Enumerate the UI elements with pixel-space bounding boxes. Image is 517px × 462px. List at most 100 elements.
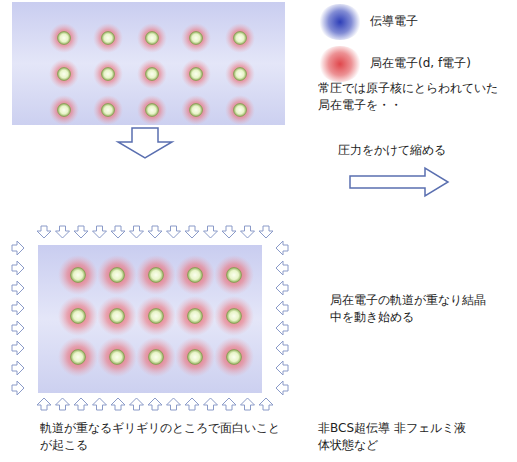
nucleus: [149, 309, 164, 324]
pressure-arrow: [74, 398, 88, 410]
nucleus: [71, 268, 86, 283]
nucleus: [71, 309, 86, 324]
pressure-arrow: [12, 281, 24, 295]
pressure-arrow: [204, 226, 218, 238]
orbital-halo: [136, 337, 176, 377]
orbital-halo: [214, 296, 254, 336]
orbital-halo: [137, 23, 167, 53]
legend-text: 局在電子(d, f電子): [370, 55, 471, 72]
nucleus: [234, 68, 247, 81]
result-text: 非BCS超伝導 非フェルミ液体状態など: [318, 420, 468, 455]
nucleus: [58, 68, 71, 81]
nucleus: [190, 32, 203, 45]
orbital-halo: [93, 23, 123, 53]
orbital-halo: [181, 95, 211, 125]
note-text: 常圧では原子核にとらわれていた局在電子を・・: [318, 80, 498, 115]
pressure-arrow: [74, 226, 88, 238]
orbital-halo: [225, 23, 255, 53]
crystal-panel: [38, 245, 262, 393]
nucleus: [71, 350, 86, 365]
pressure-arrow: [222, 226, 236, 238]
pressure-arrow: [93, 398, 107, 410]
pressure-arrow: [222, 398, 236, 410]
nucleus: [110, 268, 125, 283]
pressure-arrow: [204, 398, 218, 410]
nucleus: [190, 104, 203, 117]
legend-swatch: [318, 4, 362, 40]
orbital-halo: [58, 296, 98, 336]
pressure-arrow: [56, 398, 70, 410]
orbital-halo: [58, 337, 98, 377]
pressure-arrow: [12, 321, 24, 335]
pressure-arrow: [148, 398, 162, 410]
pressure-arrow: [276, 301, 288, 315]
pressure-arrow: [185, 398, 199, 410]
pressure-arrow: [37, 398, 51, 410]
nucleus: [227, 350, 242, 365]
pressure-arrow: [12, 381, 24, 395]
nucleus: [110, 309, 125, 324]
nucleus: [102, 32, 115, 45]
orbital-halo: [181, 59, 211, 89]
pressure-arrow: [37, 226, 51, 238]
right-arrow: [350, 168, 448, 196]
orbital-halo: [214, 255, 254, 295]
nucleus: [58, 104, 71, 117]
nucleus: [188, 350, 203, 365]
nucleus: [188, 309, 203, 324]
pressure-arrow: [130, 398, 144, 410]
pressure-arrow: [185, 226, 199, 238]
orbital-halo: [175, 255, 215, 295]
pressure-arrow: [276, 361, 288, 375]
nucleus: [190, 68, 203, 81]
pressure-arrow: [111, 226, 125, 238]
pressure-arrow: [276, 281, 288, 295]
pressure-arrow: [259, 398, 273, 410]
crystal-panel: [12, 2, 285, 125]
orbital-halo: [136, 296, 176, 336]
nucleus: [110, 350, 125, 365]
nucleus: [146, 32, 159, 45]
pressure-arrow: [130, 226, 144, 238]
nucleus: [102, 104, 115, 117]
nucleus: [234, 32, 247, 45]
orbital-halo: [93, 59, 123, 89]
pressure-arrow: [167, 398, 181, 410]
nucleus: [102, 68, 115, 81]
pressure-arrow: [12, 261, 24, 275]
orbital-halo: [175, 337, 215, 377]
pressure-arrow: [12, 241, 24, 255]
pressure-arrow: [111, 398, 125, 410]
nucleus: [234, 104, 247, 117]
nucleus: [227, 268, 242, 283]
pressure-arrow: [276, 381, 288, 395]
pressure-arrow: [276, 261, 288, 275]
orbital-halo: [49, 95, 79, 125]
nucleus: [149, 268, 164, 283]
nucleus: [227, 309, 242, 324]
nucleus: [188, 268, 203, 283]
nucleus: [146, 104, 159, 117]
orbital-halo: [225, 95, 255, 125]
orbital-halo: [97, 255, 137, 295]
orbital-halo: [181, 23, 211, 53]
legend-swatch: [318, 46, 362, 82]
pressure-arrow: [93, 226, 107, 238]
orbital-halo: [58, 255, 98, 295]
pressure-arrow: [276, 321, 288, 335]
orbital-halo: [49, 59, 79, 89]
nucleus: [149, 350, 164, 365]
pressure-arrow: [56, 226, 70, 238]
pressure-arrow: [148, 226, 162, 238]
nucleus: [146, 68, 159, 81]
pressure-arrow: [241, 398, 255, 410]
orbital-halo: [225, 59, 255, 89]
pressure-arrow: [276, 341, 288, 355]
note-text: 局在電子の軌道が重なり結晶中を動き始める: [330, 292, 490, 327]
pressure-arrow: [276, 241, 288, 255]
pressure-arrow: [241, 226, 255, 238]
pressure-arrow: [12, 341, 24, 355]
step-text: 圧力をかけて縮める: [338, 142, 508, 159]
orbital-halo: [49, 23, 79, 53]
nucleus: [58, 32, 71, 45]
